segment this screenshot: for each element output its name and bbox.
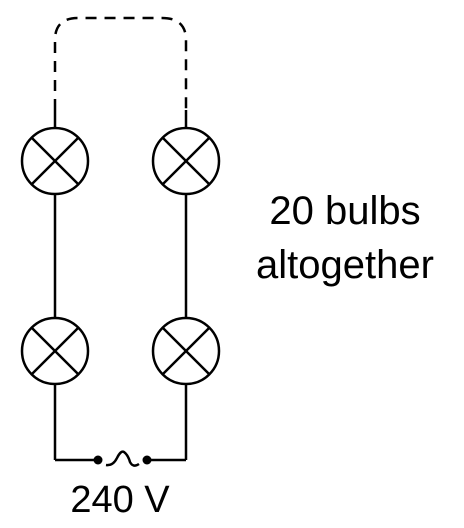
supply-voltage-label: 240 V <box>70 479 170 521</box>
ac-supply-icon <box>93 450 152 467</box>
lamp-bulb-icon <box>151 126 221 196</box>
bulb-count-note-line1: 20 bulbs <box>269 189 420 233</box>
lamp-bulb-icon <box>20 316 90 386</box>
dashed-continuation-wire <box>53 16 188 110</box>
bulb-count-note-line2: altogether <box>256 243 434 287</box>
lamp-bulb-icon <box>20 126 90 196</box>
lamp-bulb-icon <box>151 316 221 386</box>
